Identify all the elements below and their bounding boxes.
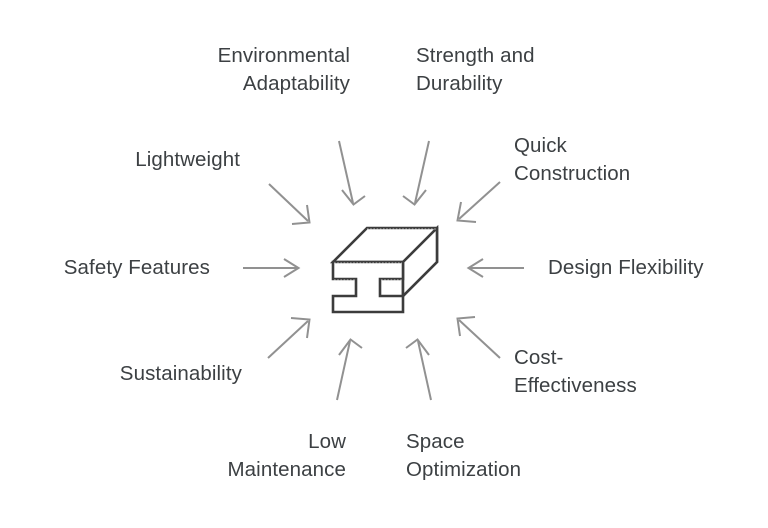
label-space-optimization: Space Optimization — [406, 430, 522, 481]
label-lightweight: Lightweight — [135, 148, 240, 171]
label-sustainability: Sustainability — [119, 362, 242, 385]
arrow-quick-construction — [456, 181, 501, 223]
label-cost-effectiveness: Cost- Effectiveness — [514, 346, 637, 397]
label-quick-construction: Quick Construction — [514, 134, 631, 185]
arrow-sustainability — [267, 317, 311, 359]
label-environmental-adaptability: Environmental Adaptability — [217, 44, 350, 95]
beam-front-h-profile — [331, 260, 405, 314]
arrow-strength-and-durability — [402, 140, 430, 206]
arrow-environmental-adaptability — [338, 140, 366, 206]
label-design-flexibility: Design Flexibility — [548, 256, 704, 279]
label-low-maintenance: Low Maintenance — [227, 430, 346, 481]
label-safety-features: Safety Features — [63, 256, 210, 279]
arrow-design-flexibility — [466, 258, 524, 278]
arrow-space-optimization — [405, 338, 432, 401]
arrow-lightweight — [268, 183, 311, 225]
beam-side-face — [401, 224, 439, 300]
label-strength-and-durability: Strength and Durability — [416, 44, 535, 95]
arrow-low-maintenance — [336, 338, 363, 401]
arrow-safety-features — [243, 258, 301, 278]
arrow-cost-effectiveness — [456, 316, 501, 359]
